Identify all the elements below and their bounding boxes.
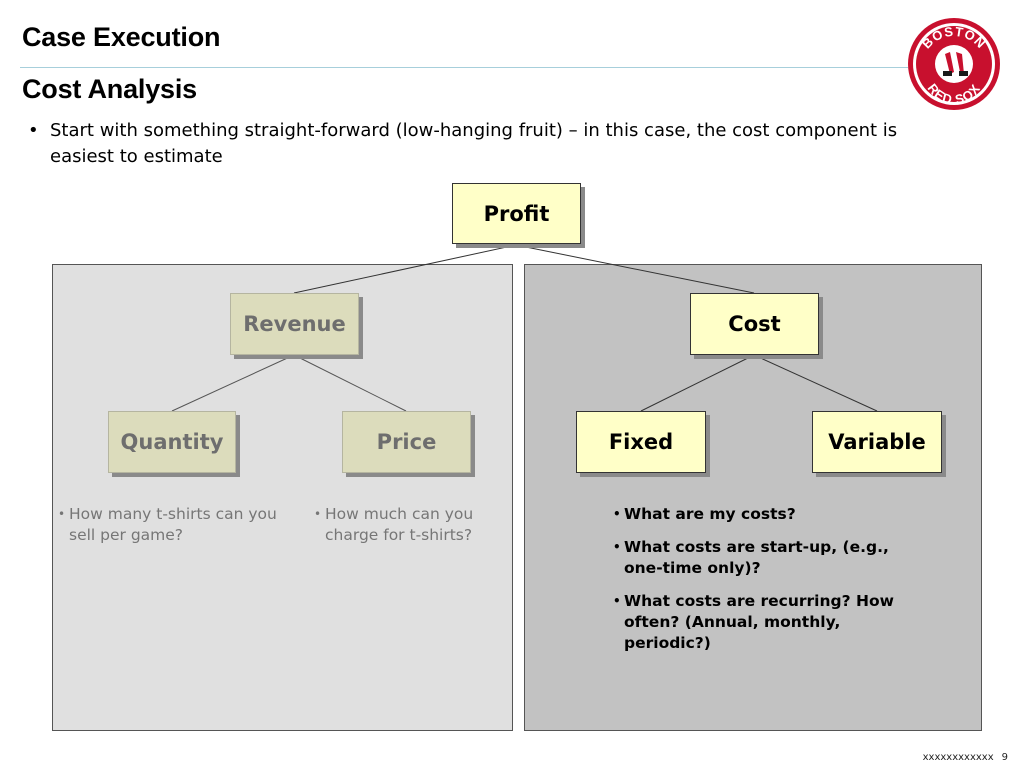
slide-subtitle: Cost Analysis (22, 74, 197, 104)
slide-footer: xxxxxxxxxxxx 9 (923, 752, 1008, 763)
intro-text: Start with something straight-forward (l… (50, 120, 898, 167)
list-item: •What costs are recurring? How often? (A… (613, 592, 894, 652)
quantity-notes: •How many t-shirts can you sell per game… (58, 504, 290, 558)
node-variable: Variable (812, 411, 942, 473)
title-divider (20, 67, 908, 68)
list-item: •How much can you charge for t-shirts? (314, 505, 474, 544)
node-fixed: Fixed (576, 411, 706, 473)
intro-bullet: • Start with something straight-forward … (28, 118, 928, 170)
red-sox-logo: BOSTON RED SOX (908, 18, 1000, 110)
bullet-dot: • (28, 120, 39, 141)
slide-title: Case Execution (22, 22, 221, 52)
list-item: •How many t-shirts can you sell per game… (58, 505, 277, 544)
page-number: 9 (1001, 752, 1008, 763)
cost-notes: •What are my costs? •What costs are star… (613, 504, 913, 666)
list-item: •What are my costs? (613, 505, 796, 523)
node-profit: Profit (452, 183, 581, 244)
node-price: Price (342, 411, 471, 473)
price-notes: •How much can you charge for t-shirts? (314, 504, 514, 558)
node-cost: Cost (690, 293, 819, 355)
node-quantity: Quantity (108, 411, 236, 473)
node-revenue: Revenue (230, 293, 359, 355)
footer-code: xxxxxxxxxxxx (922, 752, 994, 763)
list-item: •What costs are start-up, (e.g., one-tim… (613, 538, 889, 577)
